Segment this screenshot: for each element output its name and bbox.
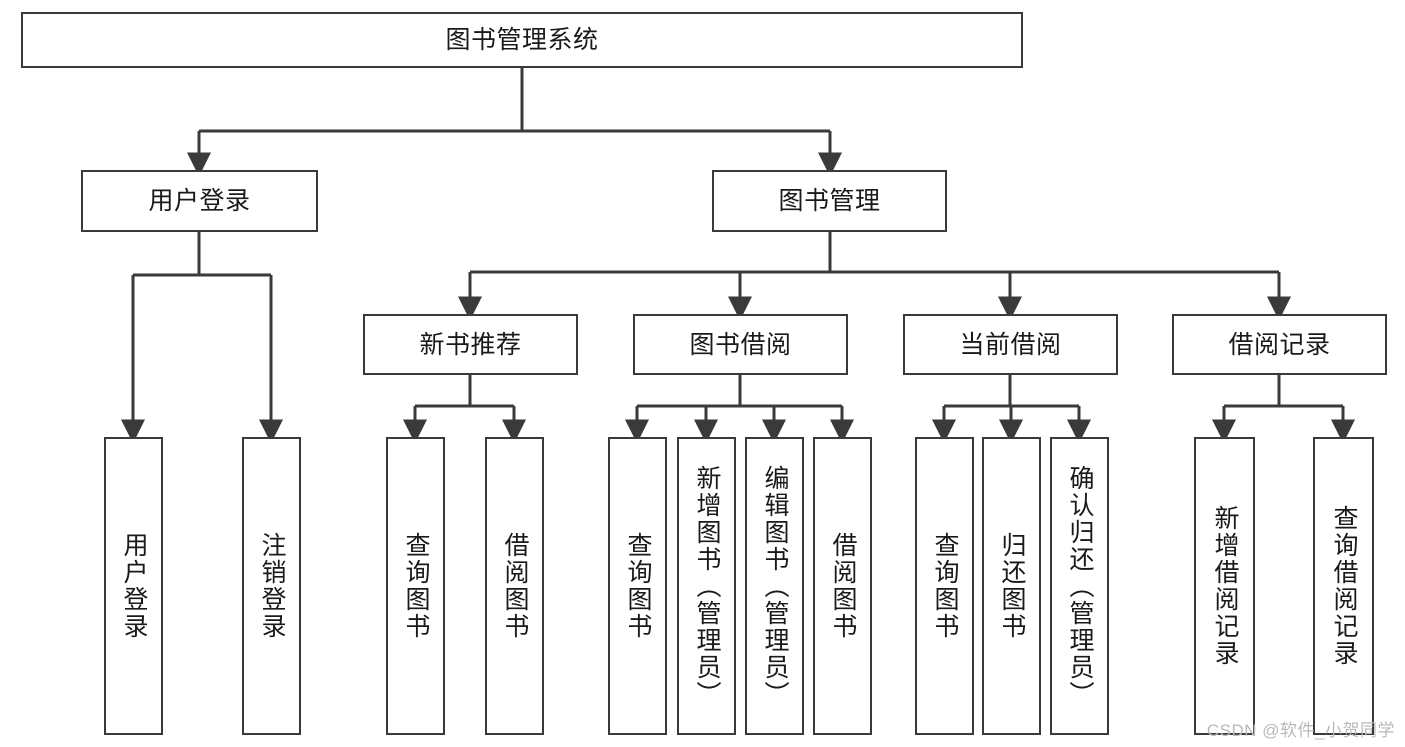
node-label: 查询借阅记录 xyxy=(1330,505,1358,667)
leaf-query-book-recommend[interactable]: 查询图书 xyxy=(386,437,445,735)
leaf-edit-book-admin[interactable]: 编辑图书（管理员） xyxy=(745,437,804,735)
node-label: 新增图书（管理员） xyxy=(693,464,721,708)
node-current-borrow[interactable]: 当前借阅 xyxy=(903,314,1118,375)
leaf-confirm-return-admin[interactable]: 确认归还（管理员） xyxy=(1050,437,1109,735)
node-label: 图书管理系统 xyxy=(445,26,599,54)
node-label: 图书管理 xyxy=(778,187,881,215)
node-label: 查询图书 xyxy=(402,532,430,640)
node-label: 图书借阅 xyxy=(689,330,792,359)
node-label: 新书推荐 xyxy=(419,330,522,359)
leaf-query-book-borrow[interactable]: 查询图书 xyxy=(608,437,667,735)
node-label: 新增借阅记录 xyxy=(1211,505,1239,667)
node-label: 借阅记录 xyxy=(1228,330,1331,359)
leaf-logout-login[interactable]: 注销登录 xyxy=(242,437,301,735)
node-label: 借阅图书 xyxy=(829,532,857,640)
leaf-borrow-book[interactable]: 借阅图书 xyxy=(813,437,872,735)
node-new-book-recommend[interactable]: 新书推荐 xyxy=(363,314,578,375)
leaf-user-login[interactable]: 用户登录 xyxy=(104,437,163,735)
node-label: 查询图书 xyxy=(624,532,652,640)
leaf-return-book[interactable]: 归还图书 xyxy=(982,437,1041,735)
node-label: 查询图书 xyxy=(931,532,959,640)
node-book-management[interactable]: 图书管理 xyxy=(712,170,947,232)
leaf-query-book-current[interactable]: 查询图书 xyxy=(915,437,974,735)
leaf-add-book-admin[interactable]: 新增图书（管理员） xyxy=(677,437,736,735)
leaf-add-borrow-record[interactable]: 新增借阅记录 xyxy=(1194,437,1255,735)
node-root-library-system[interactable]: 图书管理系统 xyxy=(21,12,1023,68)
node-label: 当前借阅 xyxy=(959,330,1062,359)
node-label: 用户登录 xyxy=(148,187,251,215)
node-label: 借阅图书 xyxy=(501,532,529,640)
node-label: 归还图书 xyxy=(998,532,1026,640)
node-book-borrow[interactable]: 图书借阅 xyxy=(633,314,848,375)
leaf-query-borrow-record[interactable]: 查询借阅记录 xyxy=(1313,437,1374,735)
node-label: 编辑图书（管理员） xyxy=(761,464,789,708)
node-borrow-records[interactable]: 借阅记录 xyxy=(1172,314,1387,375)
node-label: 确认归还（管理员） xyxy=(1066,464,1094,708)
csdn-watermark: CSDN @软件_小贺同学 xyxy=(1206,721,1395,740)
node-label: 注销登录 xyxy=(258,532,286,640)
leaf-borrow-book-recommend[interactable]: 借阅图书 xyxy=(485,437,544,735)
node-user-login[interactable]: 用户登录 xyxy=(81,170,318,232)
node-label: 用户登录 xyxy=(120,532,148,640)
